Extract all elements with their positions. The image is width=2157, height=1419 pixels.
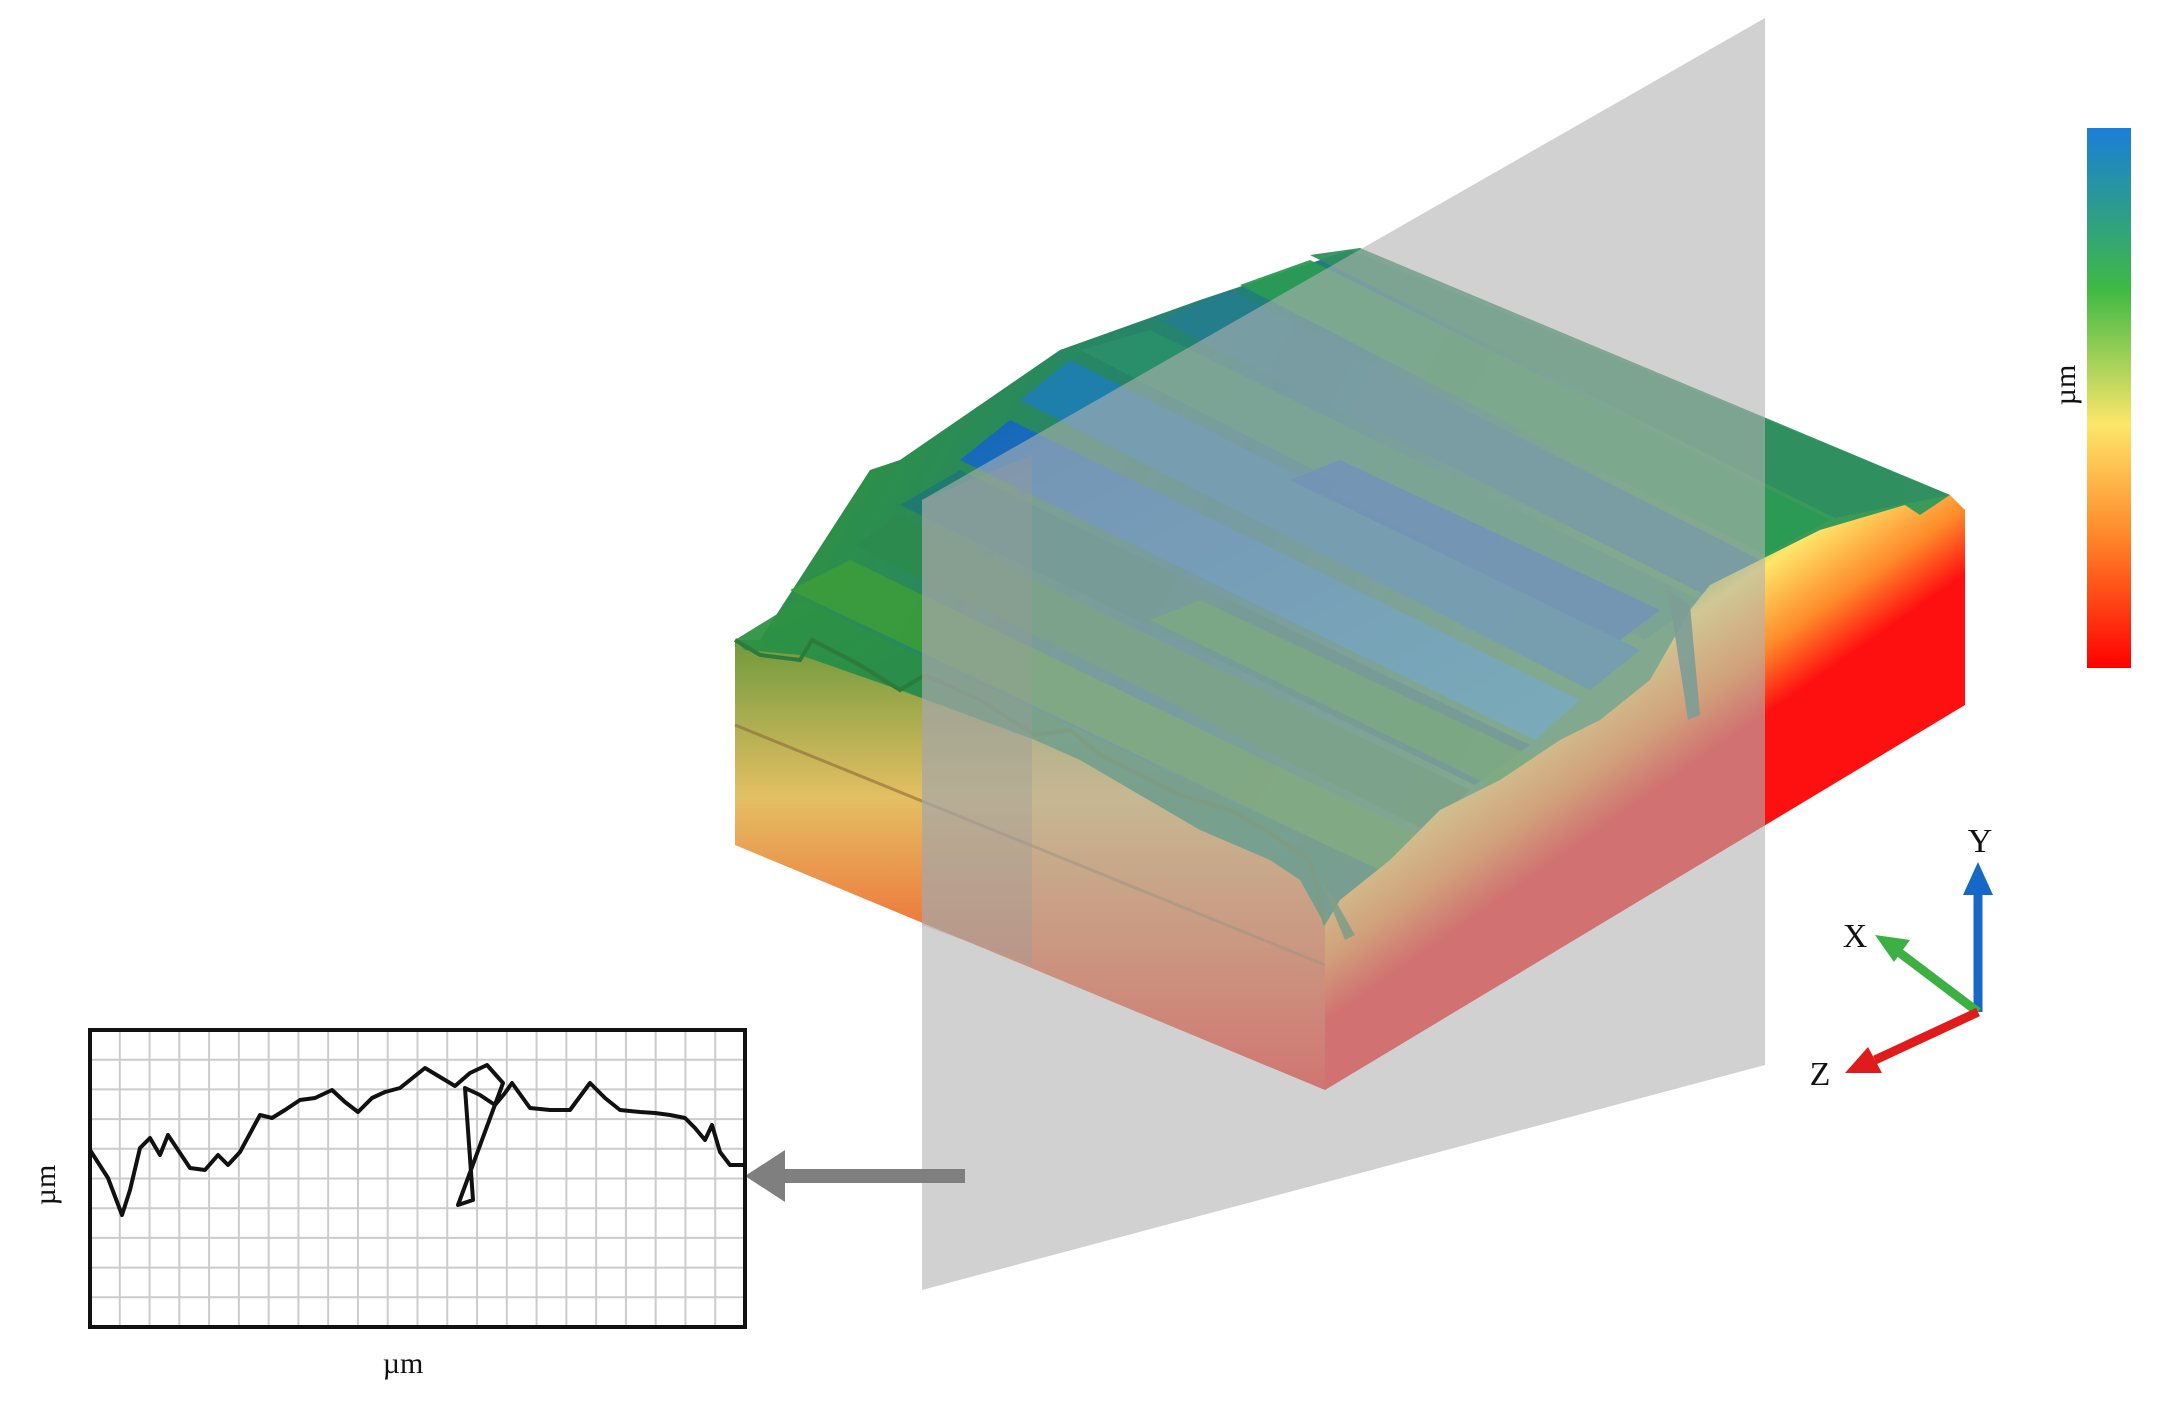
z-axis-label: Z bbox=[1810, 1056, 1831, 1093]
z-axis-arrow bbox=[1873, 1007, 1980, 1065]
y-axis-arrowhead bbox=[1963, 862, 1993, 895]
axis-triad: Y X Z bbox=[1810, 823, 1993, 1093]
z-axis-arrowhead bbox=[1845, 1047, 1882, 1073]
y-axis-label: Y bbox=[1968, 823, 1993, 860]
colorbar: µm bbox=[2049, 128, 2131, 668]
section-plane-front-strip bbox=[922, 455, 1032, 965]
profile-plot-grid bbox=[90, 1030, 745, 1327]
profile-plot-xlabel: µm bbox=[383, 1347, 424, 1380]
x-axis-arrowhead bbox=[1875, 935, 1910, 962]
section-plane bbox=[922, 18, 1765, 1290]
profile-curve bbox=[88, 1063, 745, 1217]
x-axis-label: X bbox=[1843, 918, 1868, 955]
profile-arrow bbox=[745, 1150, 965, 1202]
colorbar-unit-label: µm bbox=[2049, 365, 2082, 406]
profile-plot-frame bbox=[88, 1028, 747, 1329]
colorbar-gradient bbox=[2087, 128, 2131, 668]
profile-plot-ylabel: µm bbox=[29, 1165, 62, 1206]
x-axis-arrow bbox=[1897, 949, 1981, 1016]
profile-plot: µm µm bbox=[29, 1028, 747, 1380]
